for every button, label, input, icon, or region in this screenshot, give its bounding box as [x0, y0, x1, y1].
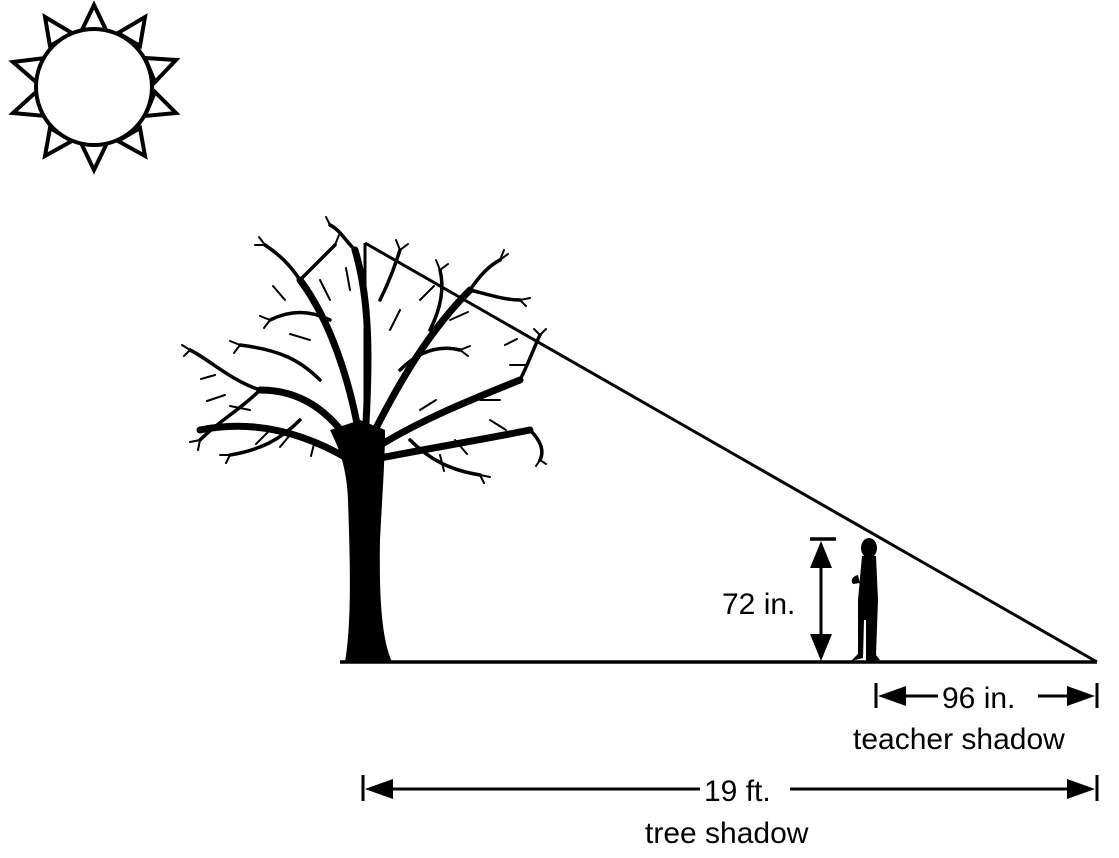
sun-icon — [8, 0, 181, 175]
tree-silhouette — [181, 216, 547, 662]
shadow-triangle — [363, 241, 1098, 664]
tree-shadow-dimension — [361, 775, 1099, 801]
tree-shadow-caption: tree shadow — [645, 817, 809, 850]
teacher-silhouette — [851, 538, 880, 661]
teacher-height-label: 72 in. — [722, 588, 795, 621]
teacher-shadow-dimension — [874, 683, 1099, 708]
teacher-shadow-caption: teacher shadow — [853, 723, 1065, 756]
tree-shadow-value: 19 ft. — [704, 775, 771, 808]
teacher-shadow-value: 96 in. — [942, 682, 1015, 715]
teacher-height-dimension — [810, 537, 836, 661]
